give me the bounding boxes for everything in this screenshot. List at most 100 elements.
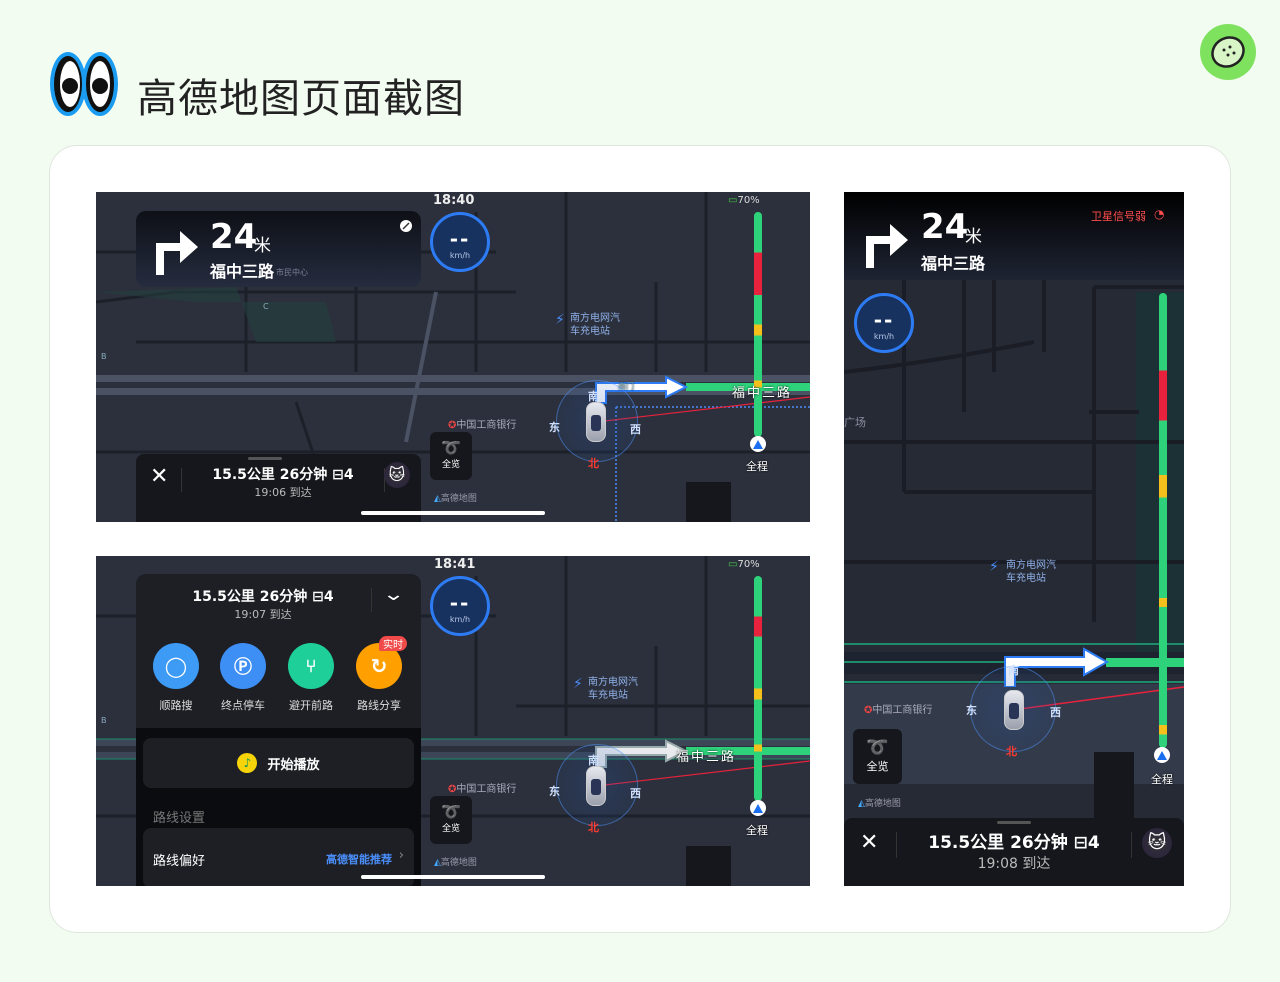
road-label: 福中三路 (732, 386, 793, 401)
turn-right-arrow-icon (866, 224, 908, 268)
avoid-route-icon: ⑂ (288, 643, 334, 689)
collapse-chevron-icon[interactable]: ⌄ (382, 584, 405, 605)
turn-distance: 24 (210, 217, 258, 257)
compass-south: 南 (1008, 664, 1019, 677)
action-route-share[interactable]: ↻路线分享 (344, 643, 414, 713)
gps-warning: 卫星信号弱 (1091, 210, 1146, 223)
search-icon: ◯ (153, 643, 199, 689)
map-label: B (101, 352, 107, 361)
speed-unit: km/h (449, 251, 471, 260)
parking-icon: Ⓟ (220, 643, 266, 689)
battery-icon: ▭ (728, 559, 738, 570)
home-indicator[interactable] (361, 875, 545, 879)
trip-summary: 15.5公里 26分钟 ⊟4 (928, 833, 1100, 853)
route-progress-marker-icon (750, 436, 766, 452)
bank-icon: ✪ (448, 420, 457, 431)
poi-name: 中国工商银行 (456, 420, 517, 431)
action-search-along-route[interactable]: ◯顺路搜 (141, 643, 211, 713)
nav-screen-2: B 18:41 -- km/h ▭70% 全程 ⚡南方电网汽车充电站 ✪中国工商… (96, 556, 810, 886)
status-time: 18:41 (434, 557, 476, 572)
start-music-button[interactable]: ♪ 开始播放 (143, 738, 414, 788)
speedometer: -- km/h (854, 293, 914, 353)
amap-logo-icon: ◭ (434, 494, 441, 504)
close-icon[interactable]: ✕ (860, 830, 879, 855)
map-label: 市民中心 (276, 268, 308, 277)
avatar[interactable] (1200, 24, 1256, 80)
poi-bank[interactable]: ✪中国工商银行 (864, 705, 933, 716)
eyes-logo-icon (50, 52, 118, 116)
overview-button[interactable]: ➰全览 (430, 796, 472, 844)
bank-icon: ✪ (448, 784, 457, 795)
bank-icon: ✪ (864, 705, 873, 716)
action-avoid-route[interactable]: ⑂避开前路 (276, 643, 346, 713)
turn-right-arrow-icon (156, 231, 198, 275)
page-title: 高德地图页面截图 (137, 76, 465, 122)
poi-bank[interactable]: ✪中国工商银行 (448, 416, 516, 431)
charging-pin-icon: ⚡ (989, 559, 999, 575)
speed-unit: km/h (449, 615, 471, 624)
speed-unit: km/h (873, 332, 895, 341)
route-overview-icon: ➰ (441, 802, 461, 821)
road-label: 福中三路 (676, 750, 737, 765)
chevron-right-icon: › (398, 848, 404, 863)
turn-card: 24 米 福中三路 卫星信号弱 ◔ (844, 192, 1184, 280)
amap-logo-icon: ◭ (434, 858, 441, 868)
map-label: 广场 (844, 416, 866, 429)
poi-charging-station[interactable]: ⚡南方电网汽车充电站 (989, 559, 1056, 584)
home-indicator[interactable] (361, 511, 545, 515)
speed-value: -- (873, 308, 895, 332)
gate-label: 南门 (618, 382, 634, 391)
compass-west: 西 (1050, 706, 1061, 719)
drag-handle[interactable] (997, 821, 1031, 824)
full-route-button[interactable]: 全程 (1151, 773, 1173, 786)
vehicle-icon (1004, 690, 1024, 730)
next-road: 福中三路 (921, 254, 986, 273)
compass-south: 南 (588, 754, 599, 767)
route-progress-marker-icon (750, 800, 766, 816)
eta: 19:08 到达 (977, 856, 1051, 872)
realtime-badge: 实时 (379, 636, 407, 651)
compass-east: 东 (549, 421, 560, 434)
route-overview-icon: ➰ (866, 737, 889, 758)
charging-pin-icon: ⚡ (573, 676, 583, 692)
overview-button[interactable]: ➰全览 (853, 729, 902, 784)
next-road: 福中三路 (210, 262, 275, 281)
poi-name: 南方电网汽 (570, 313, 620, 324)
map-label: B (101, 716, 107, 725)
trip-info-bar: ✕ 15.5公里 26分钟 ⊟4 19:08 到达 🐱 (844, 818, 1184, 886)
poi-bank[interactable]: ✪中国工商银行 (448, 784, 517, 795)
amap-logo-icon: ◭ (858, 799, 865, 809)
play-label: 开始播放 (267, 757, 320, 773)
overview-button[interactable]: ➰全览 (430, 432, 472, 480)
section-heading: 路线设置 (153, 811, 206, 826)
eta: 19:06 到达 (254, 486, 312, 499)
poi-name: 车充电站 (570, 326, 610, 337)
assistant-cat-icon[interactable]: 🐱 (384, 462, 410, 488)
route-overview-icon: ➰ (441, 438, 461, 457)
trip-summary: 15.5公里 26分钟 ⊟4 (192, 589, 334, 605)
qq-music-icon: ♪ (237, 753, 258, 773)
poi-charging-station[interactable]: ⚡南方电网汽车充电站 (573, 676, 638, 701)
poi-charging-station[interactable]: ⚡ 南方电网汽车充电站 (555, 312, 620, 338)
full-route-button[interactable]: 全程 (746, 824, 768, 837)
nav-screen-3: 24 米 福中三路 卫星信号弱 ◔ -- km/h 广场 全程 ⚡南方电网汽车充… (844, 192, 1184, 886)
full-route-button[interactable]: 全程 (746, 460, 768, 473)
drag-handle[interactable] (248, 457, 282, 460)
speed-value: -- (449, 591, 471, 615)
charging-pin-icon: ⚡ (555, 312, 565, 328)
speedometer: -- km/h (430, 212, 490, 272)
compass-east: 东 (549, 785, 560, 798)
vehicle-icon (586, 402, 606, 442)
close-icon[interactable]: ✕ (150, 464, 169, 489)
satellite-icon: ◔ (1154, 207, 1165, 221)
distance-unit: 米 (965, 227, 982, 247)
assistant-cat-icon[interactable]: 🐱 (1142, 828, 1172, 858)
compass-north: 北 (588, 821, 599, 834)
distance-unit: 米 (254, 236, 271, 256)
speedometer: -- km/h (430, 576, 490, 636)
compass-west: 西 (630, 423, 641, 436)
battery-status: ▭70% (728, 195, 760, 206)
